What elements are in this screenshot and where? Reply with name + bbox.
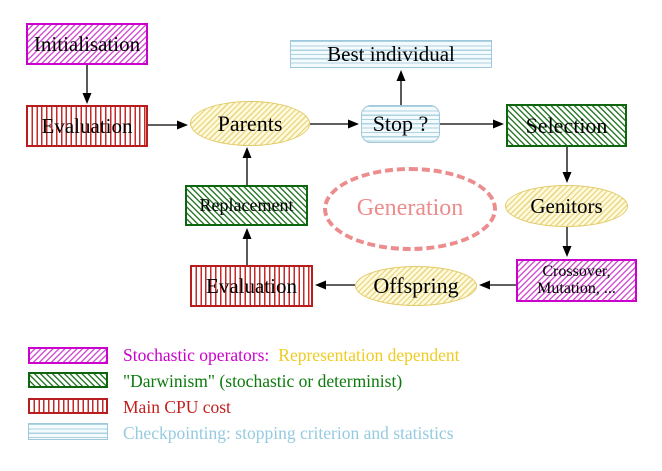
arrow-evaluation-to-parents <box>148 120 188 130</box>
node-selection: Selection <box>506 104 627 147</box>
arrow-evaluation-to-replacement <box>242 228 252 265</box>
legend-label-main-cpu-cost: Main CPU cost <box>123 397 231 417</box>
node-crossover-mutation: Crossover, Mutation, ... <box>516 259 637 302</box>
legend-swatch-main-cpu-cost <box>28 398 108 414</box>
arrow-selection-to-genitors <box>562 147 572 183</box>
arrow-genitors-to-crossover <box>562 227 572 257</box>
node-initialisation-label: Initialisation <box>33 31 141 56</box>
node-parents-label: Parents <box>217 110 283 136</box>
node-best-individual: Best individual <box>290 40 492 68</box>
node-stop-label: Stop ? <box>372 111 429 137</box>
node-replacement-label: Replacement <box>199 195 294 216</box>
generation-loop-ellipse: Generation <box>323 167 497 251</box>
node-best-individual-label: Best individual <box>327 41 455 66</box>
legend-label-darwinism: "Darwinism" (stochastic or determinist) <box>123 371 403 391</box>
node-genitors-label: Genitors <box>530 193 603 218</box>
legend-label-stochastic-operators: Stochastic operators: Representation depe… <box>123 345 460 366</box>
generation-label: Generation <box>356 195 464 222</box>
node-parents: Parents <box>190 101 310 146</box>
node-evaluation-top: Evaluation <box>26 105 148 147</box>
node-evaluation-bottom-label: Evaluation <box>206 273 297 298</box>
node-evaluation-bottom: Evaluation <box>190 265 313 307</box>
arrow-stop-to-selection <box>440 119 504 129</box>
arrow-parents-to-stop <box>310 119 359 129</box>
node-replacement: Replacement <box>185 185 308 226</box>
legend-label-representation-dependent: Representation dependent <box>278 345 460 365</box>
legend-label-stochastic-operators-text: Stochastic operators: <box>123 345 270 365</box>
node-stop: Stop ? <box>361 105 440 143</box>
arrow-initialisation-to-evaluation <box>82 65 92 104</box>
legend-label-checkpointing: Checkpointing: stopping criterion and st… <box>123 423 454 443</box>
arrow-replacement-to-parents <box>242 147 252 185</box>
node-offspring: Offspring <box>355 266 477 306</box>
legend-swatch-darwinism <box>28 372 108 388</box>
legend-swatch-checkpointing <box>28 423 108 440</box>
node-crossover-line1: Crossover, <box>542 262 611 280</box>
arrow-stop-to-best-individual <box>396 70 406 105</box>
node-selection-label: Selection <box>525 112 608 138</box>
node-offspring-label: Offspring <box>373 273 459 299</box>
arrow-offspring-to-evaluation <box>315 280 355 290</box>
node-genitors: Genitors <box>505 185 628 227</box>
legend-swatch-stochastic-operators <box>28 347 108 364</box>
node-crossover-line2: Mutation, ... <box>537 279 616 297</box>
arrow-crossover-to-offspring <box>479 280 516 290</box>
node-evaluation-top-label: Evaluation <box>41 113 133 138</box>
node-initialisation: Initialisation <box>26 23 148 65</box>
